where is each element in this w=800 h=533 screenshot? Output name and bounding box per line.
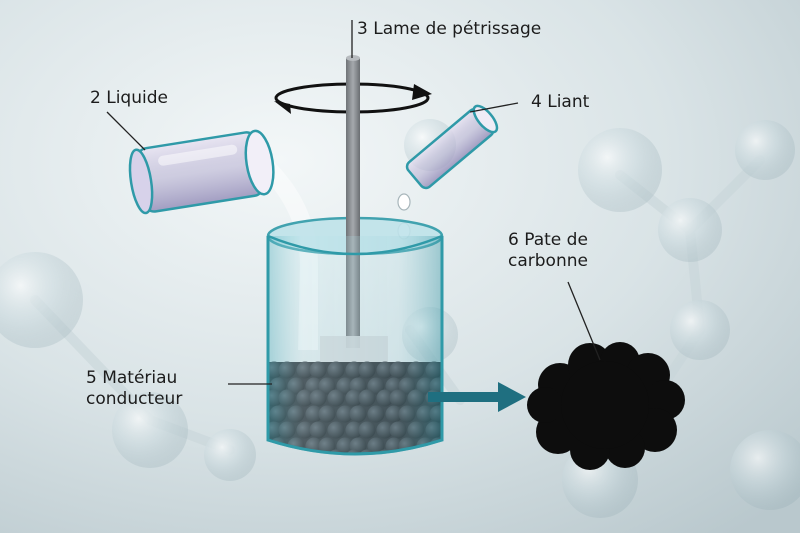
label-materiau: 5 Matériau conducteur xyxy=(86,368,183,409)
label-lame: 3 Lame de pétrissage xyxy=(357,19,542,39)
binder-tube xyxy=(405,104,499,190)
carbon-paste-blob xyxy=(527,342,685,470)
output-arrow-icon xyxy=(428,382,526,412)
label-liant: 4 Liant xyxy=(531,92,590,112)
liquid-tube xyxy=(128,129,275,215)
beaker-rim-front xyxy=(267,234,443,256)
beaker-body xyxy=(266,236,444,456)
leader-lines xyxy=(106,20,601,385)
label-liquide: 2 Liquide xyxy=(90,88,168,108)
rotation-arrowhead-right xyxy=(412,84,432,100)
beaker-outline xyxy=(266,236,444,456)
label-pate: 6 Pate de carbonne xyxy=(508,230,588,271)
rotation-arrowhead-left xyxy=(274,101,291,114)
